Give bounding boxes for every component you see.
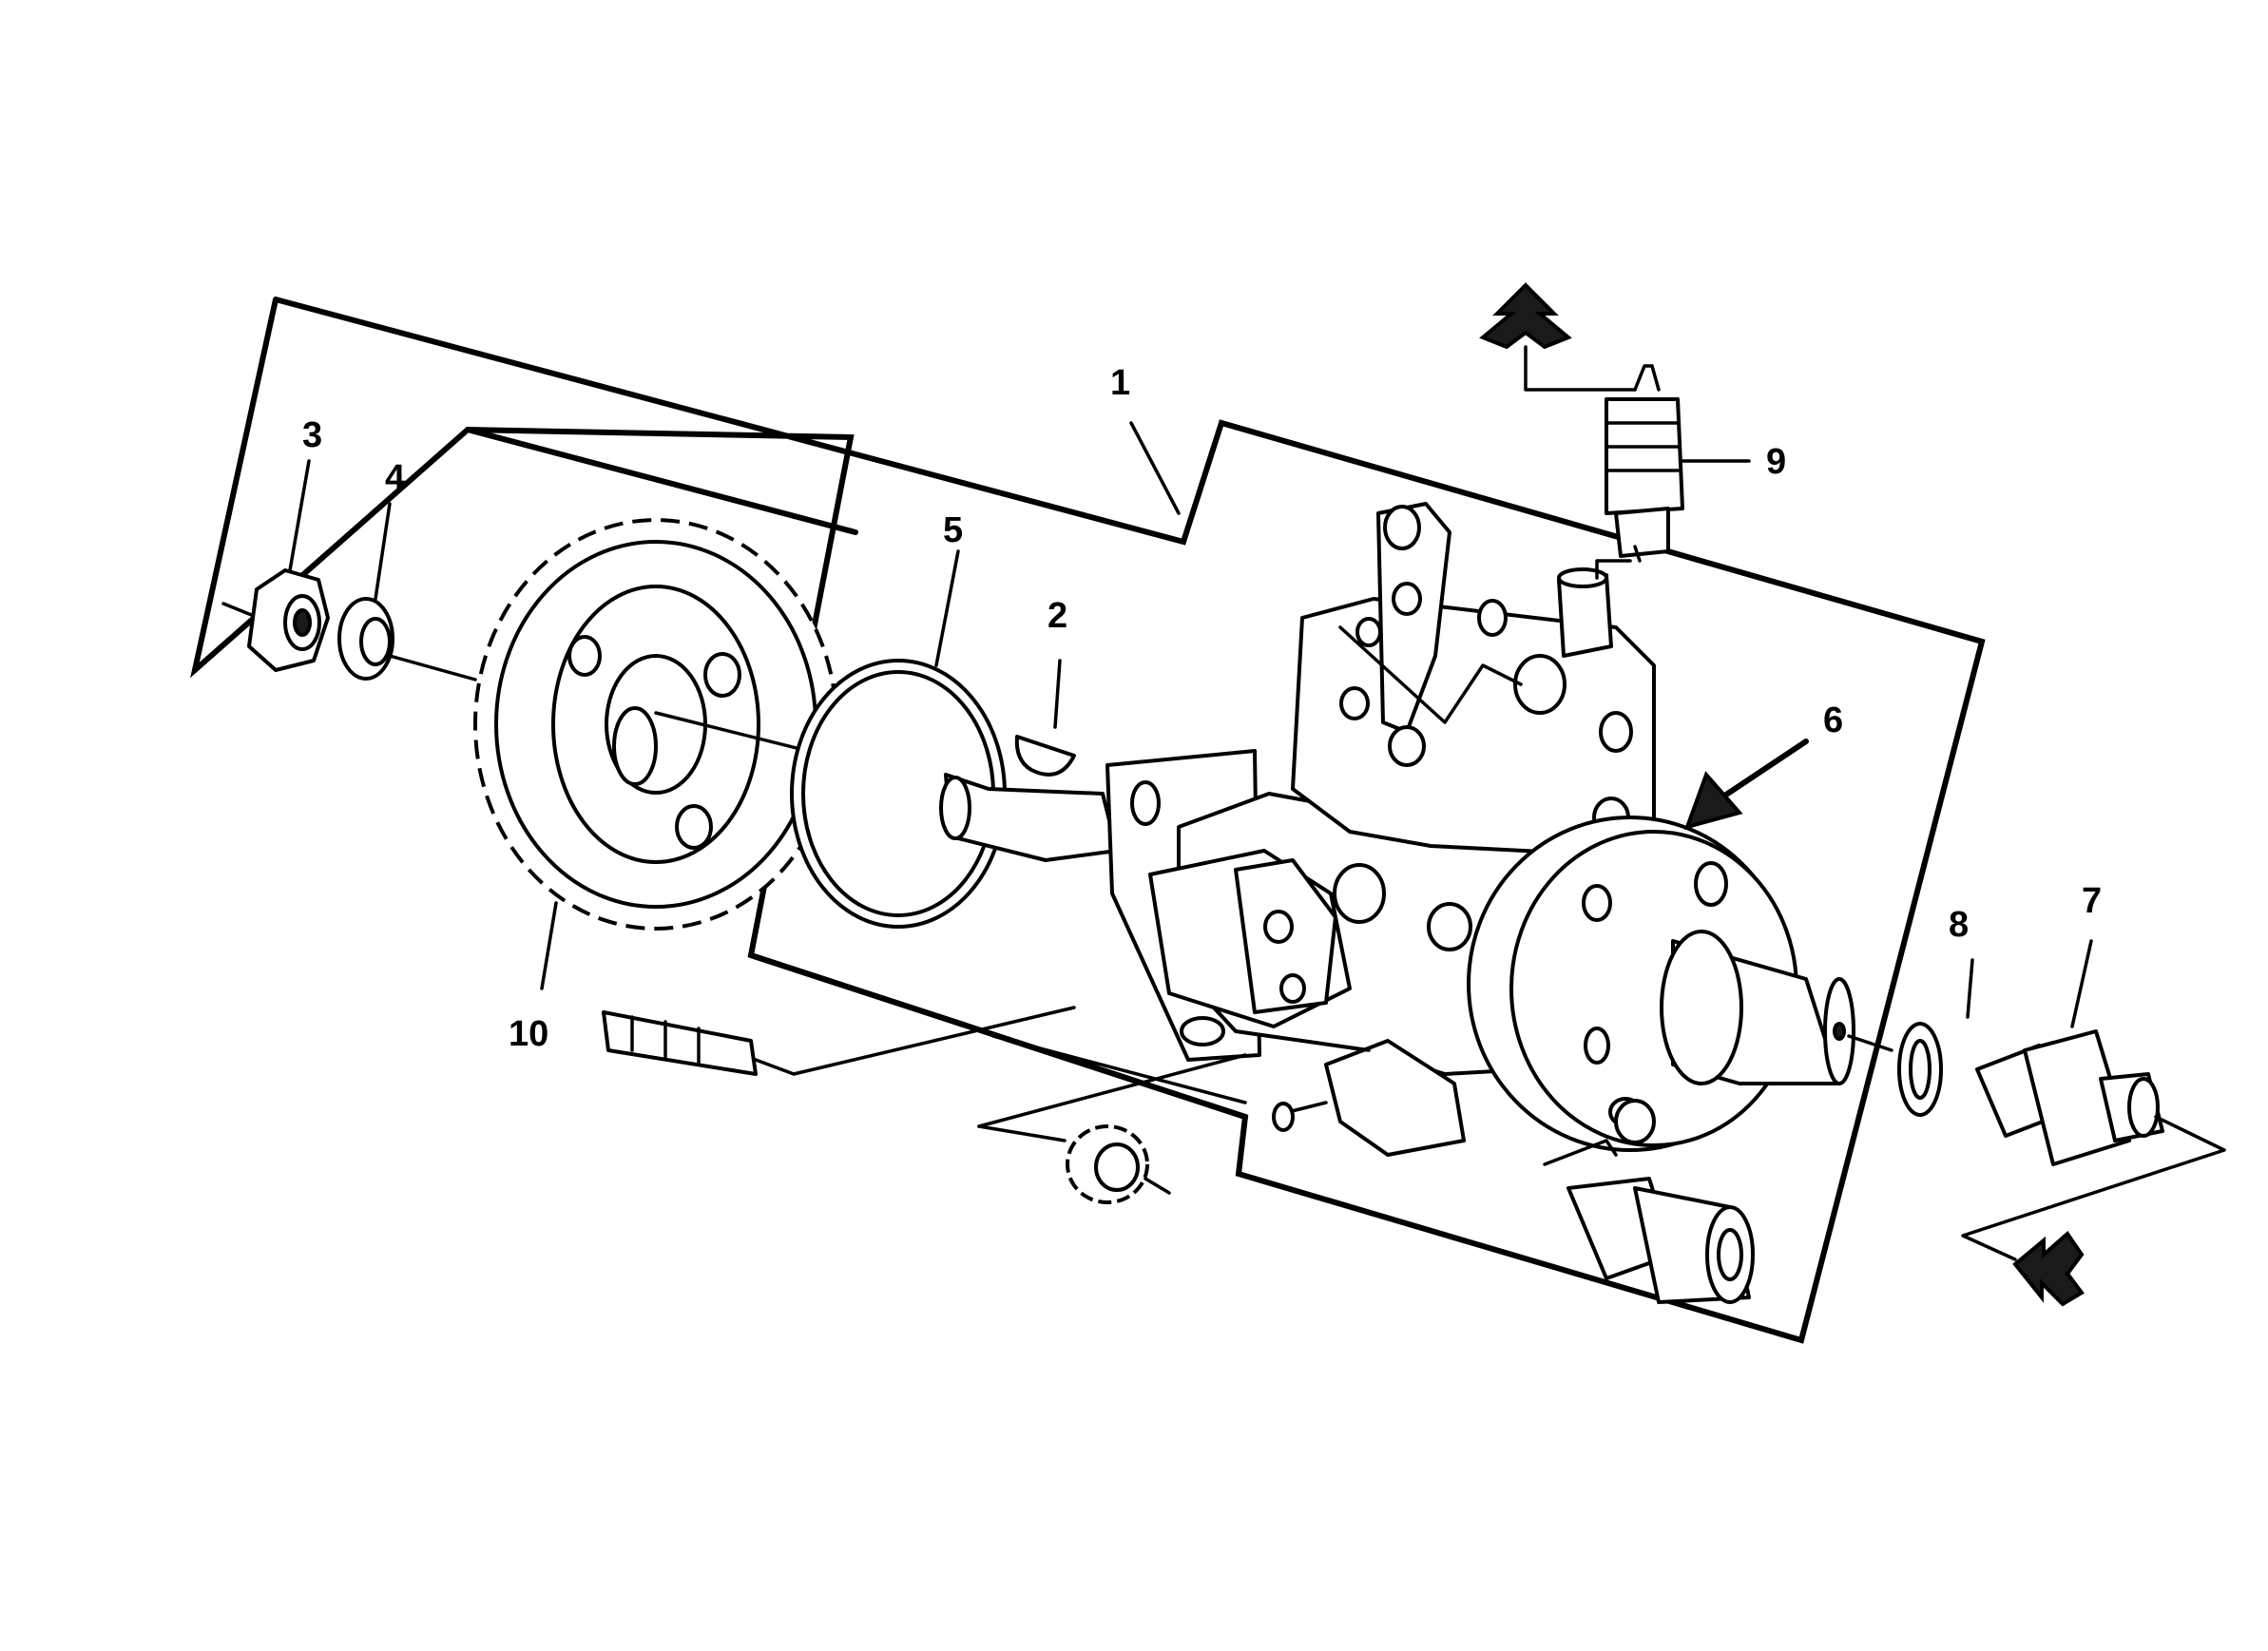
part-2-woodruff-key bbox=[1014, 659, 1076, 777]
part-9-inlet-fitting bbox=[1524, 345, 1751, 580]
part-4-washer bbox=[337, 597, 477, 682]
callout-3-label: 3 bbox=[302, 415, 322, 455]
callout-8: 8 bbox=[1949, 905, 1969, 945]
part-7-outlet-fitting bbox=[1847, 939, 2226, 1261]
callout-1: 1 bbox=[1110, 363, 1181, 515]
part-8-sealing-washer bbox=[1897, 958, 1974, 1117]
callout-7-label: 7 bbox=[2082, 881, 2102, 921]
part-1-injection-pump bbox=[939, 502, 1855, 1157]
part-5-o-ring bbox=[790, 549, 1007, 929]
part-10-timing-gear bbox=[473, 518, 962, 990]
callout-3: 3 bbox=[288, 415, 322, 572]
callout-10-label: 10 bbox=[509, 1014, 548, 1054]
callout-1-label: 1 bbox=[1110, 363, 1130, 403]
callout-4: 4 bbox=[374, 458, 405, 601]
callout-6-label: 6 bbox=[1823, 701, 1843, 740]
callout-7: 7 bbox=[2082, 881, 2102, 921]
callout-9-label: 9 bbox=[1766, 442, 1786, 482]
fuel-return-arrow-icon bbox=[2012, 1231, 2085, 1307]
callout-4-label: 4 bbox=[385, 458, 405, 498]
adjusting-screw bbox=[602, 1006, 1247, 1104]
callout-5: 5 bbox=[943, 510, 963, 550]
fuel-inlet-arrow-icon bbox=[1479, 282, 1572, 350]
part-3-nut bbox=[221, 568, 330, 672]
outlet-fitting-lower bbox=[1543, 1139, 1755, 1304]
clip-retainer bbox=[977, 1053, 1247, 1204]
assembly-frame-main bbox=[190, 297, 1986, 1344]
callout-6: 6 bbox=[1823, 701, 1843, 740]
callout-10: 10 bbox=[509, 1014, 548, 1054]
callout-2-label: 2 bbox=[1048, 596, 1067, 636]
callout-8-label: 8 bbox=[1949, 905, 1969, 945]
callout-5-label: 5 bbox=[943, 510, 963, 550]
callout-9: 9 bbox=[1766, 442, 1786, 482]
part-6-arrow bbox=[1683, 739, 1809, 830]
callout-2: 2 bbox=[1048, 596, 1067, 636]
